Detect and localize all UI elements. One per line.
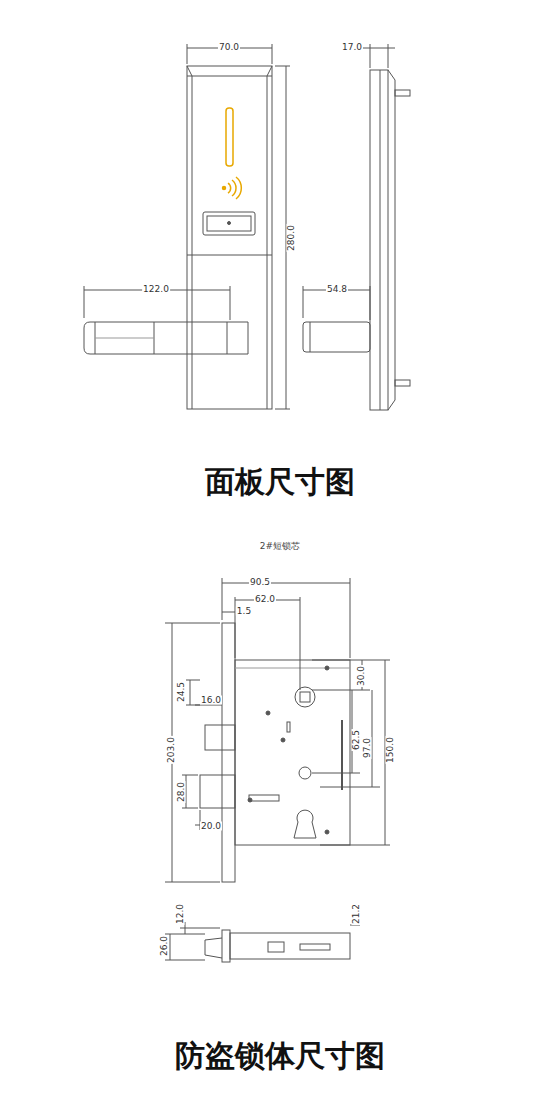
dimension: 24.5	[177, 681, 186, 703]
section-heading: 面板尺寸图	[204, 467, 356, 497]
dimension: 150.0	[386, 736, 395, 764]
dimension: 21.2	[352, 903, 361, 925]
dimension: 16.0	[200, 696, 222, 705]
dimension: 90.5	[249, 578, 271, 587]
handle-projection-dimension: 54.8	[326, 285, 348, 294]
dimension: 62.5	[352, 729, 361, 751]
height-dimension: 280.0	[287, 224, 296, 252]
dimension: 203.0	[167, 736, 176, 764]
dimension: 28.0	[177, 781, 186, 803]
dimension: 12.0	[176, 903, 185, 925]
dimension: 1.5	[236, 607, 252, 616]
dimension: 26.0	[160, 935, 169, 957]
dimension: 30.0	[357, 665, 366, 687]
dimension: 97.0	[363, 737, 372, 759]
handle-length-dimension: 122.0	[142, 285, 170, 294]
section-heading: 防盗锁体尺寸图	[174, 1041, 386, 1071]
cylinder-note: 2#短锁芯	[259, 542, 301, 551]
depth-dimension: 17.0	[341, 43, 363, 52]
dimension: 62.0	[254, 595, 276, 604]
width-dimension: 70.0	[218, 43, 240, 52]
dimension: 20.0	[200, 822, 222, 831]
